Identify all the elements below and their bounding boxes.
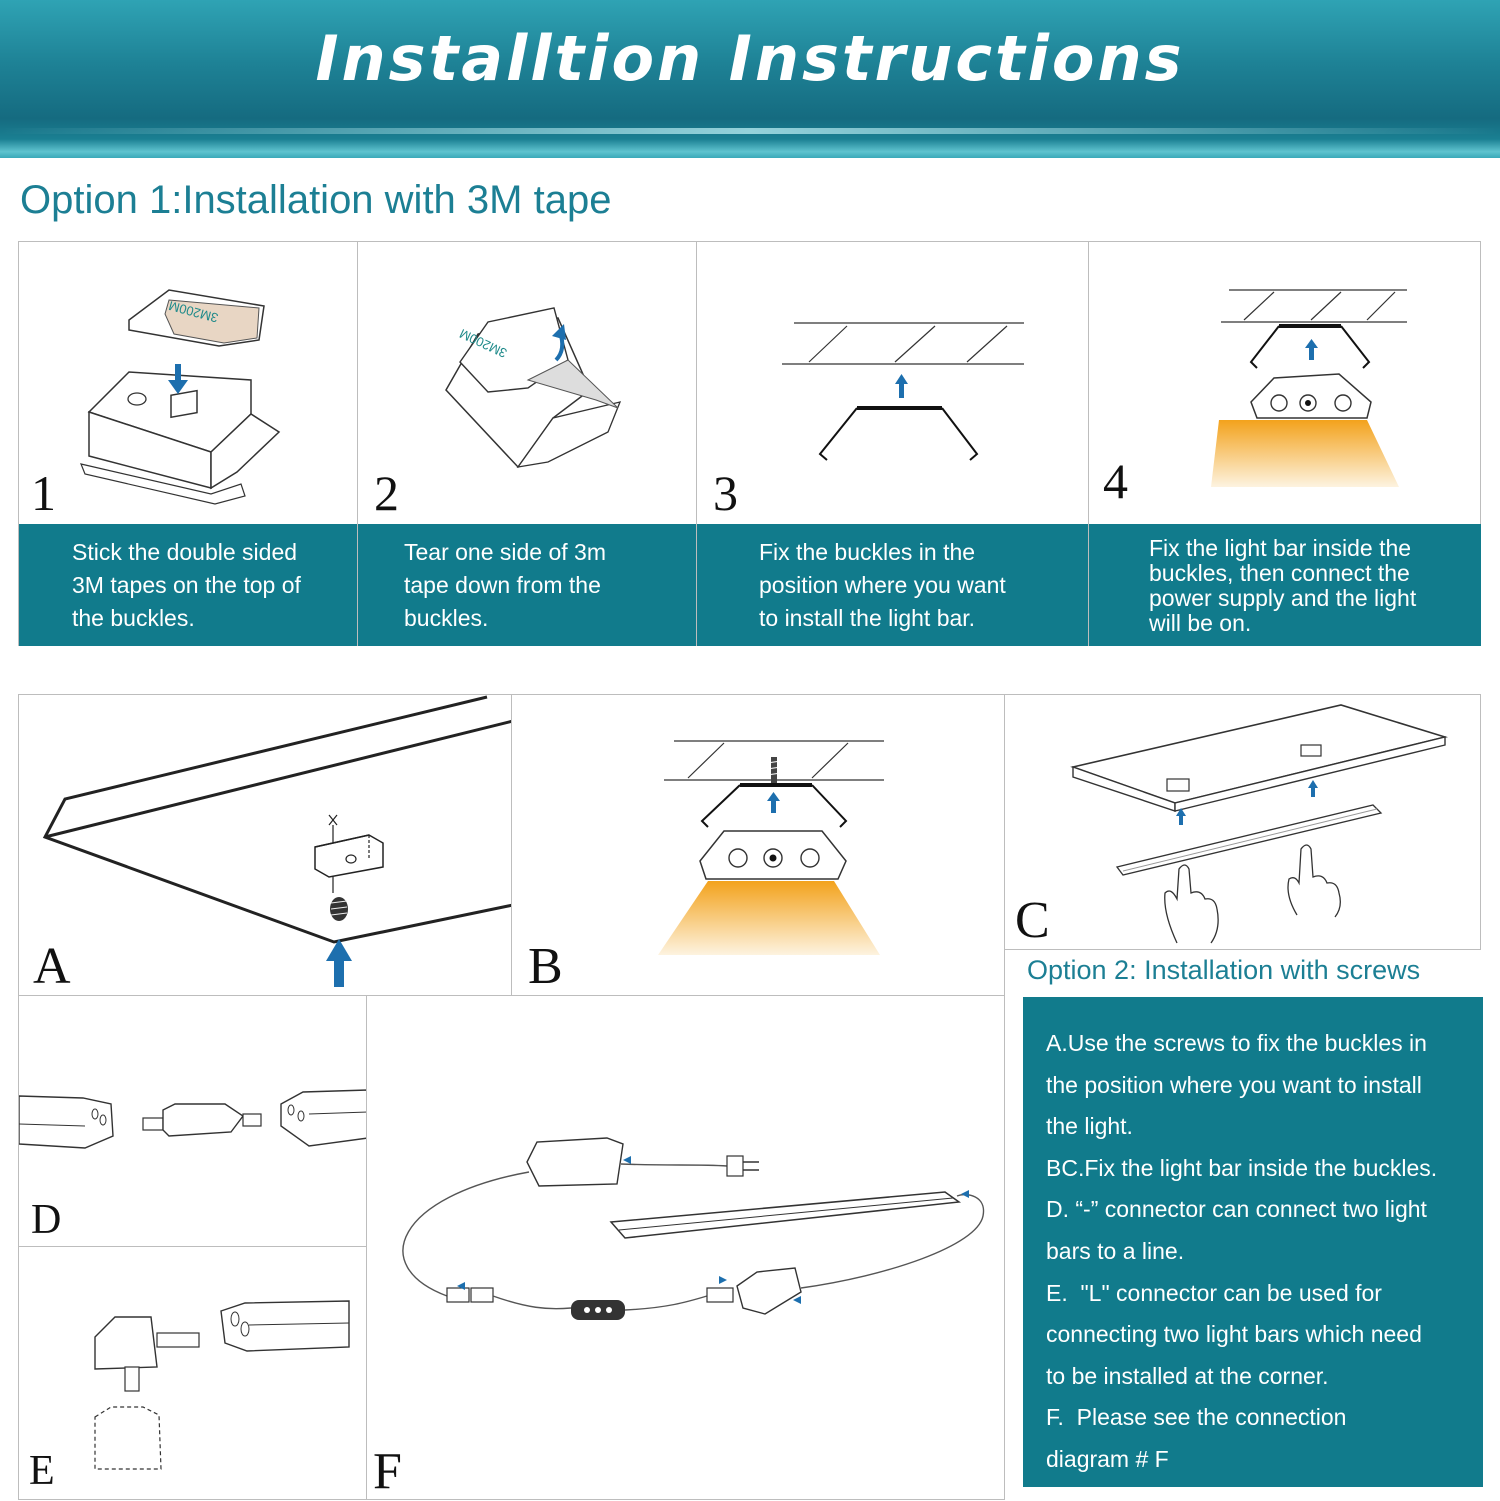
figure-b-label: B	[528, 938, 563, 995]
figure-d-panel: D	[18, 995, 368, 1248]
step1-line: Stick the double sided	[72, 539, 298, 565]
option1-title: Option 1:Installation with 3M tape	[20, 178, 612, 222]
note-line: F. Please see the connection	[1046, 1404, 1347, 1431]
step4-line: power supply and the light	[1149, 585, 1417, 611]
note-line: connecting two light bars which need	[1046, 1321, 1422, 1348]
step1-line: the buckles.	[72, 605, 195, 631]
step2-caption: Tear one side of 3m tape down from the b…	[358, 524, 697, 646]
step4-line: buckles, then connect the	[1149, 560, 1410, 586]
figure-a-panel: A	[18, 694, 513, 996]
figure-c-illustration	[1070, 704, 1449, 944]
option2-notes: A.Use the screws to fix the buckles in t…	[1023, 997, 1483, 1487]
step2-line: buckles.	[404, 605, 489, 631]
step3-line: Fix the buckles in the	[759, 539, 976, 565]
banner-highlight	[0, 128, 1500, 134]
figure-c-label: C	[1015, 892, 1050, 949]
step3-illustration	[782, 322, 1024, 461]
note-line: to be installed at the corner.	[1046, 1362, 1329, 1389]
figure-e-panel: E	[18, 1246, 367, 1500]
note-line: D. “-” connector can connect two light	[1046, 1196, 1427, 1223]
step4-number: 4	[1103, 453, 1128, 509]
figure-b-illustration	[658, 740, 884, 955]
figure-a-illustration	[42, 695, 513, 987]
note-line: diagram # F	[1046, 1445, 1169, 1472]
step3-panel: 3 Fix the buckles in the position where …	[696, 241, 1089, 646]
figure-f-label: F	[373, 1443, 402, 1500]
note-line: A.Use the screws to fix the buckles in	[1046, 1030, 1427, 1056]
step2-line: tape down from the	[404, 572, 601, 598]
note-line: bars to a line.	[1046, 1237, 1185, 1264]
figure-a-label: A	[33, 938, 71, 995]
figure-d-illustration	[19, 1089, 368, 1149]
step4-panel: 4 Fix the light bar inside the buckles, …	[1088, 241, 1481, 646]
step2-panel: 3M200M 2 Tear one side of 3m tape down f…	[357, 241, 697, 646]
figure-f-illustration	[402, 1137, 985, 1320]
step1-number: 1	[31, 465, 56, 521]
step2-line: Tear one side of 3m	[404, 539, 607, 565]
header-banner: Installtion Instructions	[0, 0, 1500, 158]
figure-c-panel: C	[1004, 694, 1481, 950]
step2-illustration: 3M200M	[445, 307, 622, 469]
step4-caption: Fix the light bar inside the buckles, th…	[1089, 524, 1481, 646]
step3-line: to install the light bar.	[759, 605, 976, 631]
step4-line: will be on.	[1149, 610, 1252, 636]
step1-panel: 3M200M 1 Stick the double sided 3M tapes…	[18, 241, 358, 646]
step3-number: 3	[713, 465, 738, 521]
option2-title: Option 2: Installation with screws	[1027, 955, 1421, 985]
step1-line: 3M tapes on the top of	[72, 572, 301, 598]
figure-f-panel: F	[366, 995, 1005, 1500]
step2-number: 2	[374, 465, 399, 521]
step1-caption: Stick the double sided 3M tapes on the t…	[19, 524, 358, 646]
step1-illustration: 3M200M	[80, 289, 281, 505]
step3-caption: Fix the buckles in the position where yo…	[697, 524, 1089, 646]
note-line: BC.Fix the light bar inside the buckles.	[1046, 1154, 1438, 1181]
note-line: the light.	[1046, 1113, 1133, 1140]
figure-e-illustration	[94, 1300, 350, 1470]
figure-b-panel: B	[511, 694, 1005, 996]
step3-line: position where you want	[759, 572, 1006, 598]
step4-line: Fix the light bar inside the	[1149, 535, 1412, 561]
figure-d-label: D	[31, 1197, 62, 1243]
step4-illustration	[1211, 289, 1407, 487]
note-line: E. "L" connector can be used for	[1046, 1279, 1382, 1306]
note-line: the position where you want to install	[1046, 1071, 1422, 1098]
figure-e-label: E	[29, 1448, 55, 1494]
page-title: Installtion Instructions	[315, 22, 1185, 95]
